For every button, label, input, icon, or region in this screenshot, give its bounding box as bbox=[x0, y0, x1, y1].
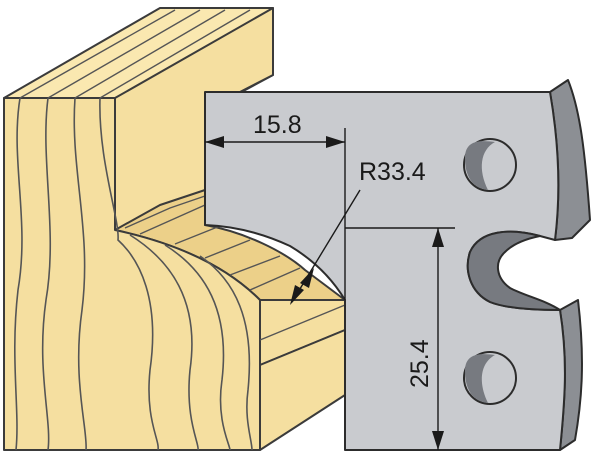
radius-label: R33.4 bbox=[359, 158, 426, 186]
dimension-lines bbox=[205, 128, 455, 450]
blade-notch bbox=[466, 230, 561, 311]
wood-grain bbox=[13, 97, 253, 451]
wood-top-grain bbox=[19, 9, 251, 99]
blade-upper-hole-shadow bbox=[465, 141, 495, 190]
height-arrow-bottom bbox=[432, 431, 444, 450]
radius-arrow-2 bbox=[290, 285, 304, 305]
height-label: 25.4 bbox=[406, 339, 434, 388]
profile-blade bbox=[204, 79, 591, 451]
blade-lower-hole-shadow bbox=[465, 354, 495, 403]
radius-arrow-1 bbox=[300, 268, 314, 288]
width-label: 15.8 bbox=[253, 111, 302, 139]
wood-profile-grain bbox=[124, 195, 346, 341]
width-arrow-left bbox=[205, 136, 224, 148]
height-arrow-top bbox=[432, 228, 444, 247]
wood-block bbox=[3, 7, 346, 451]
width-arrow-right bbox=[326, 136, 345, 148]
